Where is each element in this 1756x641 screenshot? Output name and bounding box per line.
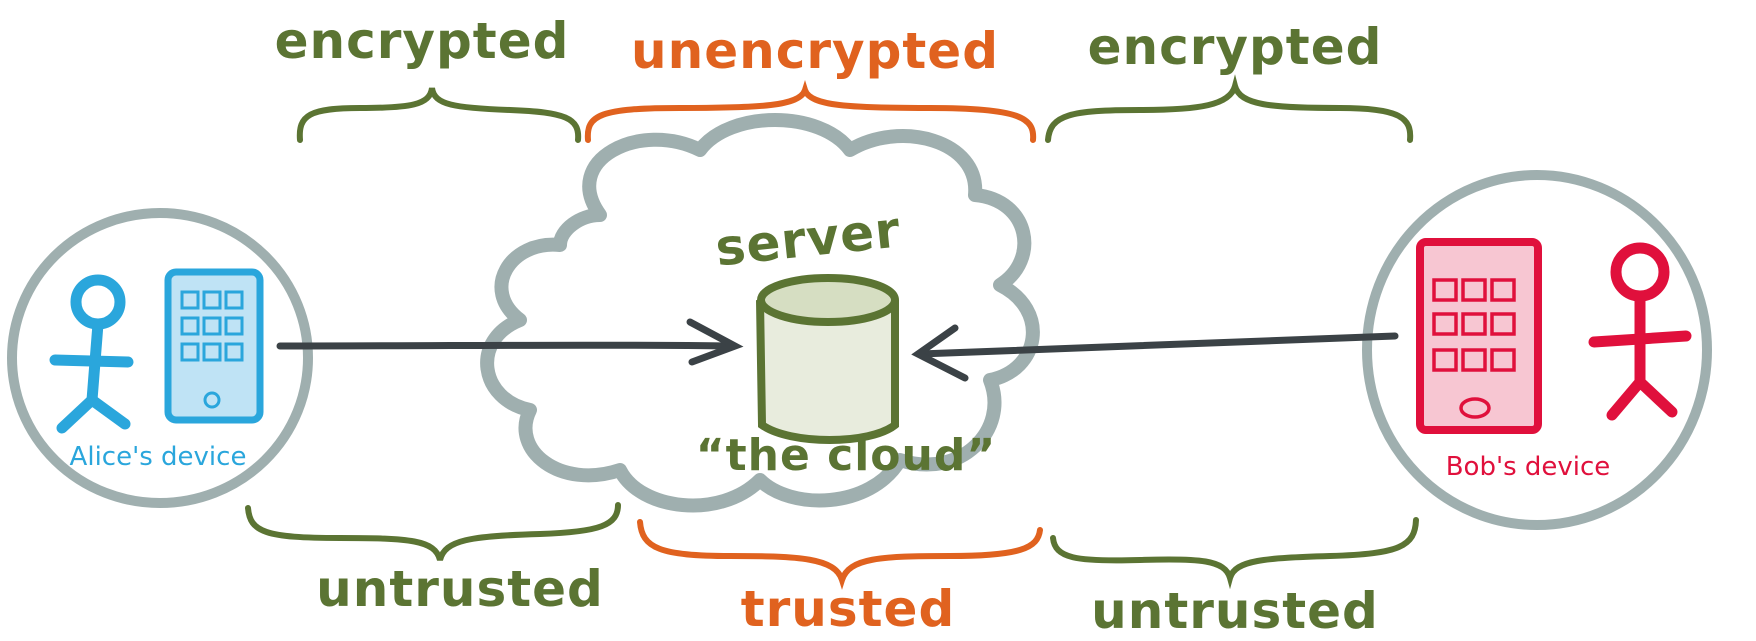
brace-bottom-left (245, 502, 621, 561)
database-icon (756, 274, 899, 444)
brace-bottom-center (637, 519, 1043, 590)
bob-to-server-arrow (911, 324, 1399, 382)
brace-top-center (584, 80, 1037, 143)
label-bottom-left: untrusted (316, 560, 604, 618)
alice-to-server-arrow (276, 318, 744, 366)
brace-bottom-right (1050, 517, 1419, 590)
brace-top-right (1045, 74, 1414, 143)
bob-tablet-icon (1416, 238, 1542, 434)
bob-device-circle (1362, 170, 1712, 530)
label-top-left: encrypted (274, 12, 570, 70)
label-bottom-center: trusted (740, 580, 956, 638)
alice-device-label: Alice's device (69, 442, 247, 472)
cloud-icon (480, 113, 1040, 513)
alice-person-icon (49, 274, 134, 434)
label-top-right: encrypted (1087, 18, 1383, 76)
label-bottom-right: untrusted (1091, 582, 1379, 640)
bob-device-label: Bob's device (1445, 452, 1611, 482)
bob-person-icon (1588, 242, 1692, 421)
label-top-center: unencrypted (631, 22, 999, 80)
alice-device-circle (7, 208, 313, 508)
brace-top-left (296, 87, 582, 143)
cloud-label: “the cloud” (695, 430, 997, 481)
alice-tablet-icon (164, 268, 264, 424)
